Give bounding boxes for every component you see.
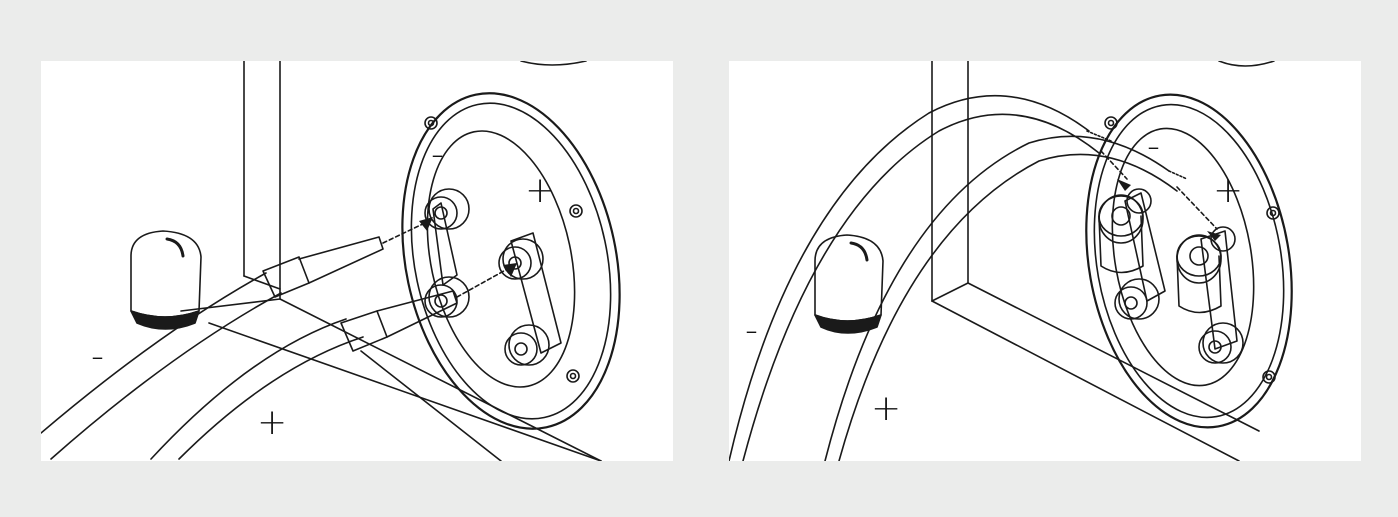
banana-plug-drawing [41, 61, 621, 461]
connection-arrows [1100, 150, 1218, 230]
spike-foot [130, 230, 202, 330]
minus-terminal-label: - [431, 134, 444, 175]
plus-cable-label: + [871, 388, 902, 429]
plus-terminal-label: + [1213, 170, 1244, 211]
connection-arrows [382, 220, 512, 298]
terminal-plate [1085, 93, 1293, 429]
speaker-cables [41, 236, 458, 460]
terminal-plate [401, 92, 621, 430]
plus-cable-label: + [257, 402, 288, 443]
binding-posts [1098, 188, 1244, 364]
illustration-bare-wire: - + - + [729, 61, 1361, 461]
illustration-banana-plugs: - + - + [41, 61, 673, 461]
spike-foot [814, 234, 884, 334]
binding-posts [424, 188, 562, 366]
plus-terminal-label: + [525, 170, 556, 211]
speaker-cables [729, 94, 1188, 461]
minus-cable-label: - [745, 310, 758, 351]
speaker-cabinet [931, 61, 1275, 461]
bare-wire-drawing [729, 61, 1293, 461]
minus-cable-label: - [91, 336, 104, 377]
minus-terminal-label: - [1147, 126, 1160, 167]
speaker-cabinet [180, 61, 602, 461]
